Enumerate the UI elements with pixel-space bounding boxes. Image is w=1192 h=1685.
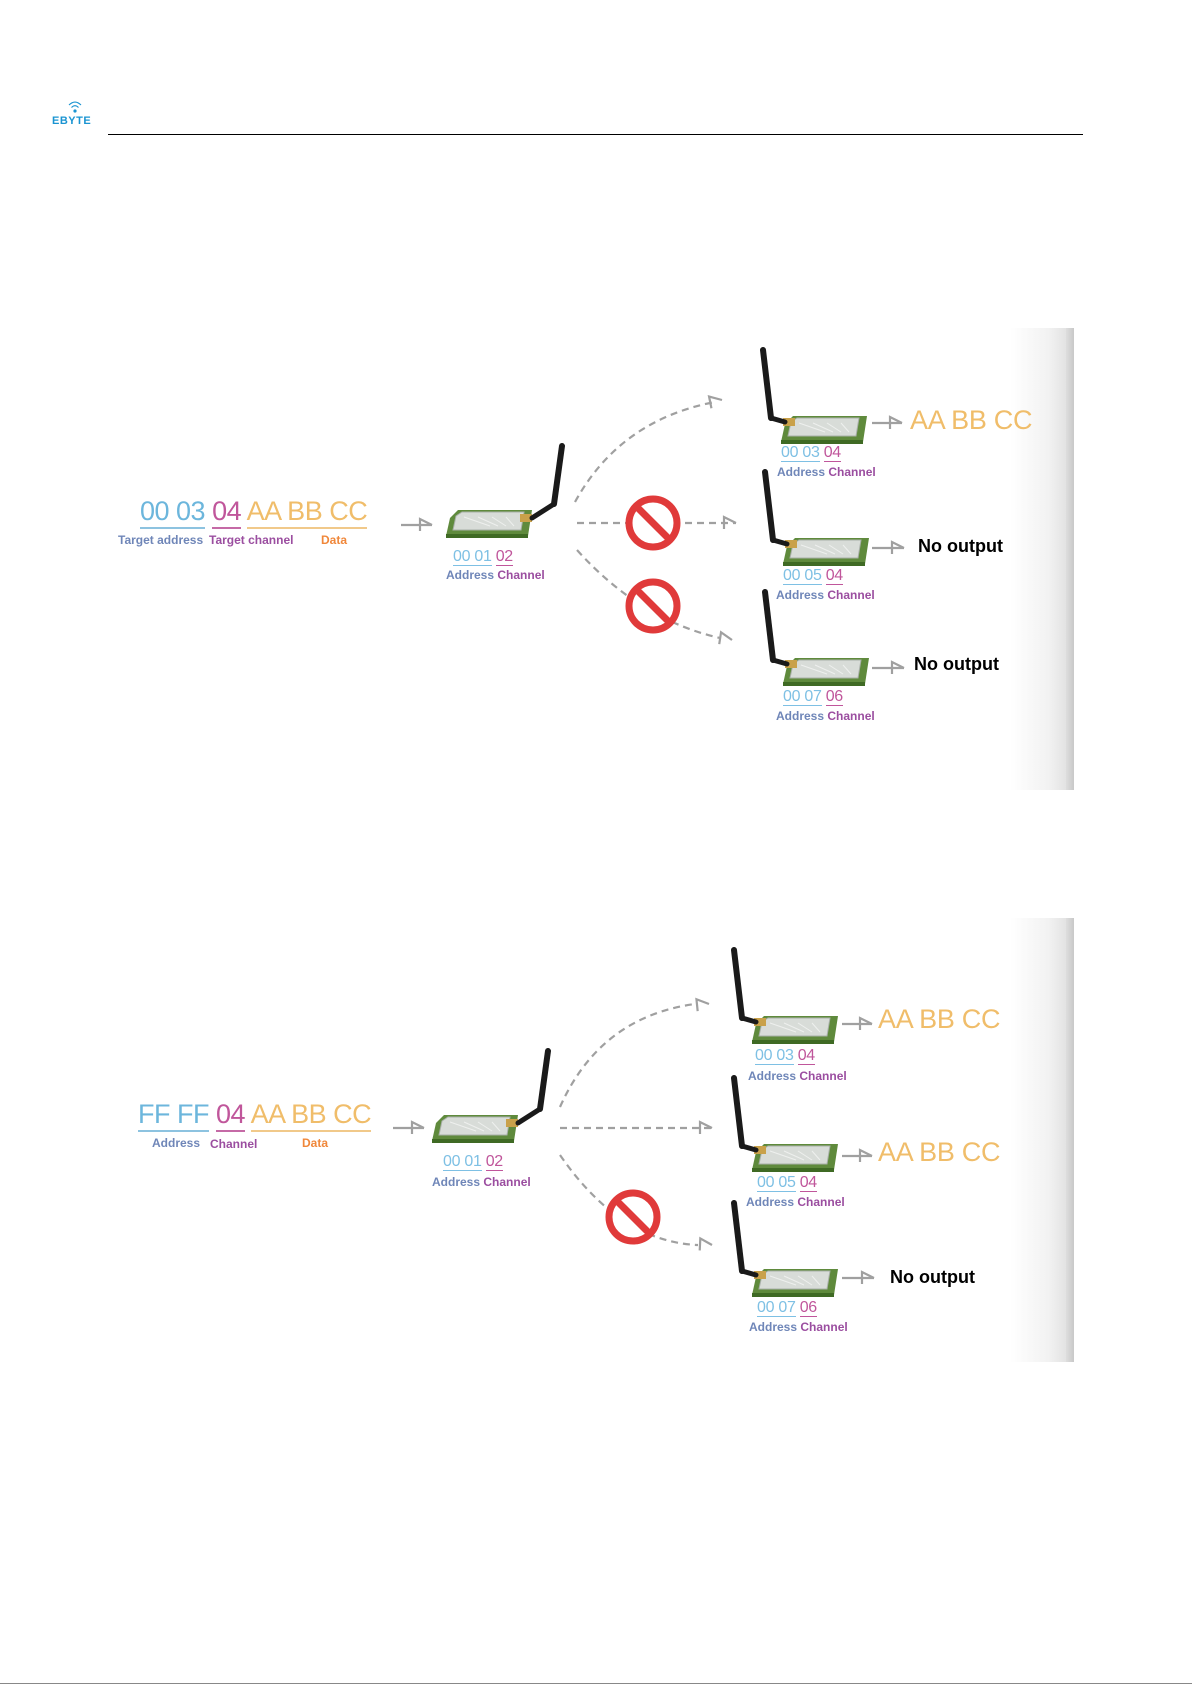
- receiver1-output: AA BB CC: [878, 1004, 1000, 1035]
- receiver1-label: Address Channel: [777, 465, 876, 479]
- path-to-receiver1: [575, 402, 715, 502]
- path-to-receiver3-head: [700, 1238, 712, 1250]
- prohibited-icon-receiver3: [609, 1193, 657, 1241]
- input-packet: FF FF 04 AA BB CC: [138, 1099, 371, 1130]
- path-to-receiver1-head: [709, 397, 722, 409]
- receiver2-address: 00 05: [783, 567, 822, 585]
- prohibited-icon-receiver3: [629, 582, 677, 630]
- receiver2-module-icon: [765, 472, 869, 566]
- receiver1-address: 00 03: [781, 444, 820, 462]
- receiver2-module-icon: [734, 1078, 838, 1172]
- wifi-signal-icon: [50, 100, 100, 116]
- receiver2-label: Address Channel: [776, 588, 875, 602]
- receiver2-channel-label: Channel: [797, 1195, 844, 1209]
- sender-channel-label: Channel: [497, 568, 544, 582]
- receiver2-address: 00 05: [757, 1174, 796, 1192]
- receiver1-address-label: Address: [748, 1069, 796, 1083]
- sender-label: Address Channel: [446, 568, 545, 582]
- prohibited-icon-receiver2: [629, 499, 677, 547]
- sender-label: Address Channel: [432, 1175, 531, 1189]
- input-channel-label: Target channel: [209, 533, 293, 547]
- receiver2-output: No output: [918, 536, 1003, 557]
- receiver1-channel-label: Channel: [799, 1069, 846, 1083]
- receiver3-address-label: Address: [749, 1320, 797, 1334]
- receiver2-label: Address Channel: [746, 1195, 845, 1209]
- input-address-label: Target address: [118, 533, 203, 547]
- header-divider: [108, 134, 1083, 135]
- sender-address: 00 01: [453, 548, 492, 566]
- sender-address-label: Address: [446, 568, 494, 582]
- sender-module-icon: [432, 1051, 548, 1143]
- sender-channel-label: Channel: [483, 1175, 530, 1189]
- receiver3-module-icon: [765, 592, 869, 686]
- receiver3-address-label: Address: [776, 709, 824, 723]
- input-data-label: Data: [321, 533, 347, 547]
- input-address: 00 03: [140, 496, 205, 529]
- receiver1-id: 00 03 04: [781, 444, 841, 462]
- receiver3-module-icon: [734, 1203, 838, 1297]
- receiver2-id: 00 05 04: [757, 1174, 817, 1192]
- receiver2-address-label: Address: [746, 1195, 794, 1209]
- receiver3-channel: 06: [800, 1299, 817, 1317]
- receiver3-channel-label: Channel: [827, 709, 874, 723]
- receiver3-id: 00 07 06: [783, 688, 843, 706]
- receiver1-channel: 04: [824, 444, 841, 462]
- path-to-receiver3-head: [719, 632, 732, 644]
- sender-id: 00 01 02: [453, 548, 513, 566]
- input-channel: 04: [216, 1099, 245, 1132]
- diagram-broadcast-transmission: FF FF 04 AA BB CC Address Channel Data 0…: [0, 912, 1192, 1362]
- receiver1-module-icon: [763, 350, 867, 444]
- sender-address-label: Address: [432, 1175, 480, 1189]
- sender-channel: 02: [486, 1153, 503, 1171]
- receiver2-id: 00 05 04: [783, 567, 843, 585]
- input-packet: 00 03 04 AA BB CC: [140, 496, 367, 527]
- sender-channel: 02: [496, 548, 513, 566]
- receiver3-label: Address Channel: [776, 709, 875, 723]
- receiver2-channel: 04: [800, 1174, 817, 1192]
- input-data-label: Data: [302, 1136, 328, 1150]
- receiver2-channel-label: Channel: [827, 588, 874, 602]
- sender-module-icon: [446, 446, 562, 538]
- path-to-receiver1-head: [696, 999, 709, 1011]
- receiver3-address: 00 07: [783, 688, 822, 706]
- logo-text: EBYTE: [52, 115, 91, 127]
- ebyte-logo: EBYTE: [50, 100, 100, 130]
- receiver2-output: AA BB CC: [878, 1137, 1000, 1168]
- receiver1-channel-label: Channel: [828, 465, 875, 479]
- receiver1-address-label: Address: [777, 465, 825, 479]
- receiver1-id: 00 03 04: [755, 1047, 815, 1065]
- input-data: AA BB CC: [247, 496, 368, 529]
- footer-divider: [0, 1683, 1192, 1684]
- receiver2-channel: 04: [826, 567, 843, 585]
- receiver3-channel-label: Channel: [800, 1320, 847, 1334]
- receiver1-address: 00 03: [755, 1047, 794, 1065]
- receiver1-channel: 04: [798, 1047, 815, 1065]
- path-to-receiver1: [560, 1004, 695, 1107]
- input-data: AA BB CC: [251, 1099, 372, 1132]
- receiver3-channel: 06: [826, 688, 843, 706]
- receiver1-output: AA BB CC: [910, 405, 1032, 436]
- receiver3-address: 00 07: [757, 1299, 796, 1317]
- receiver1-module-icon: [734, 950, 838, 1044]
- receiver3-output: No output: [914, 654, 999, 675]
- sender-id: 00 01 02: [443, 1153, 503, 1171]
- receiver3-label: Address Channel: [749, 1320, 848, 1334]
- input-address: FF FF: [138, 1099, 209, 1132]
- diagram-fixed-point-transmission: 00 03 04 AA BB CC Target address Target …: [0, 320, 1192, 790]
- diagram1-graphics: [0, 320, 1192, 790]
- receiver2-address-label: Address: [776, 588, 824, 602]
- receiver1-label: Address Channel: [748, 1069, 847, 1083]
- input-channel-label: Channel: [210, 1137, 257, 1151]
- receiver3-output: No output: [890, 1267, 975, 1288]
- input-address-label: Address: [152, 1136, 200, 1150]
- input-channel: 04: [212, 496, 241, 529]
- receiver3-id: 00 07 06: [757, 1299, 817, 1317]
- sender-address: 00 01: [443, 1153, 482, 1171]
